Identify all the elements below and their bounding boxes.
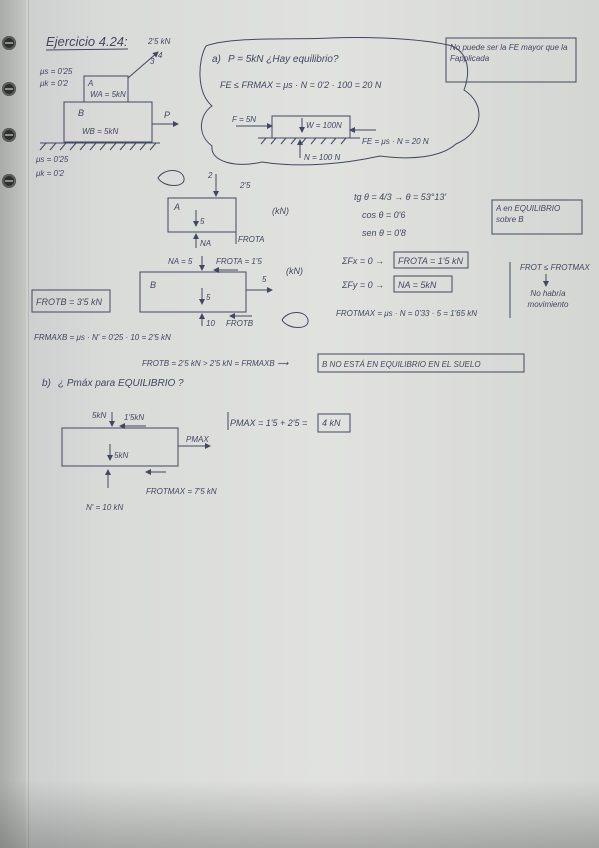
page-shadow: [0, 780, 599, 848]
angle-3: 3: [150, 57, 155, 66]
page-binding-edge: [0, 0, 26, 848]
part-b-question: ¿ Pmáx para EQUILIBRIO ?: [58, 378, 184, 389]
part-a-cloud: a) P = 5kN ¿Hay equilibrio? FE ≤ FRMAX =…: [199, 36, 480, 166]
block-a-label: A: [87, 79, 93, 88]
conclusion-text: B NO ESTÁ EN EQUILIBRIO EN EL SUELO: [322, 360, 481, 369]
fbd-a-friction-label: FROTA: [238, 235, 265, 244]
fy-result: NA = 5kN: [398, 280, 437, 290]
margin-line: [28, 0, 29, 848]
fbd-b-normal-label: 10: [206, 319, 215, 328]
sum-fy: ΣFy = 0 →: [341, 280, 384, 290]
fy-result-box: [393, 275, 453, 293]
fbd-block-b: NA = 5 FROTA = 1'5 B 5 5 10 FROTB (kN): [139, 256, 303, 328]
frot-b: FROTB = 3'5 kN: [36, 297, 102, 307]
note-text: No puede ser la FE mayor que la Fapplica…: [450, 43, 568, 63]
angle-4: 4: [158, 51, 163, 60]
part-b-friction-label: FROTMAX = 7'5 kN: [146, 487, 217, 496]
block-a-weight: WA = 5kN: [90, 90, 126, 99]
part-b-top-fr: 1'5kN: [124, 413, 144, 422]
cable-arrow: [127, 51, 159, 79]
ground-hatch: [39, 142, 157, 151]
fbd-b-block-label: B: [150, 280, 156, 290]
fbd-b-units: (kN): [286, 266, 303, 276]
equilibrium-a-box: [491, 199, 583, 235]
condition-container: No habría movimiento: [527, 289, 569, 309]
mu-a-kinetic: μk = 0'2: [39, 79, 68, 88]
trig-sin: sen θ = 0'8: [362, 228, 406, 238]
fbd-a-cable-label: 2'5: [239, 181, 251, 190]
part-b-pmax-label: PMAX: [186, 435, 209, 444]
part-b-label: b): [42, 378, 51, 389]
part-a-label: a): [212, 54, 221, 65]
block-b-label: B: [78, 108, 84, 118]
block-b-weight: WB = 5kN: [82, 127, 118, 136]
part-b-normal-label: N' = 10 kN: [86, 503, 124, 512]
fbd-a-block: [167, 197, 237, 233]
fbd-a-weight-label: 5: [200, 217, 205, 226]
cable-force-label: 2'5 kN: [147, 37, 171, 46]
condition-line-1: FROT ≤ FROTMAX: [520, 263, 590, 272]
note-box: [445, 37, 577, 83]
part-a-friction-equation: FE ≤ FRMAX = μs · N = 0'2 · 100 = 20 N: [220, 80, 382, 90]
fx-result: FROTA = 1'5 kN: [398, 256, 463, 266]
punch-hole: [2, 174, 16, 188]
mu-b-kinetic: μk = 0'2: [35, 169, 64, 178]
punch-hole: [2, 36, 16, 50]
fbd-b-fa-label: FROTA = 1'5: [216, 257, 262, 266]
fbd-a-z-label: 2: [207, 171, 213, 180]
mu-b-static: μs = 0'25: [35, 155, 69, 164]
doodle: [281, 312, 309, 328]
frot-b-box: [31, 289, 111, 313]
conclusion-box: [317, 353, 525, 373]
trig-cos: cos θ = 0'6: [362, 210, 405, 220]
part-b-result-value: 4 kN: [322, 418, 341, 428]
trig-tan: tg θ = 4/3 → θ = 53°13': [354, 192, 446, 202]
fbd-b-push-label: 5: [262, 275, 267, 284]
note-text-container: No puede ser la FE mayor que la Fapplica…: [450, 43, 568, 63]
doodle: [157, 170, 185, 186]
compare-line: FROTB = 2'5 kN > 2'5 kN = FRMAXB ⟿: [142, 359, 289, 368]
fbd-b-block: [139, 271, 247, 313]
fbd-b-na-label: NA = 5: [168, 257, 193, 266]
sum-fx: ΣFx = 0 →: [341, 256, 384, 266]
equilibrium-a-text: A en EQUILIBRIO sobre B: [496, 204, 561, 224]
frmax-b: FRMAXB = μs · N' = 0'25 · 10 = 2'5 kN: [34, 333, 171, 342]
equilibrium-a-container: A en EQUILIBRIO sobre B: [496, 204, 561, 224]
punch-hole: [2, 82, 16, 96]
cloud-ground-hatch: [260, 137, 347, 145]
fbd-a-block-label: A: [173, 202, 180, 212]
fbd-b-weight-label: 5: [206, 293, 211, 302]
punch-hole: [2, 128, 16, 142]
fbd-part-b: 5kN 1'5kN PMAX 5kN N' = 10 kN FROTMAX = …: [61, 411, 217, 512]
part-b-result: PMAX = 1'5 + 2'5 =: [230, 418, 307, 428]
title-underline: [45, 48, 129, 51]
frot-max-a: FROTMAX = μs · N = 0'33 · 5 = 1'65 kN: [336, 309, 477, 318]
fbd-a-normal-label: NA: [200, 239, 211, 248]
condition-line-2: No habría movimiento: [527, 289, 569, 309]
fbd-block-a: 2 2'5 A 5 NA FROTA (kN): [167, 171, 289, 248]
part-b-result-box: [317, 413, 351, 433]
cloud-normal-label: N = 100 N: [304, 153, 340, 162]
cloud-friction-label: FE = μs · N = 20 N: [362, 137, 429, 146]
cloud-weight-label: W = 100N: [306, 121, 342, 130]
part-a-question: P = 5kN ¿Hay equilibrio?: [228, 54, 339, 65]
part-b-block: [61, 427, 179, 467]
fbd-a-units: (kN): [272, 206, 289, 216]
push-label: P: [164, 110, 170, 120]
part-b-weight-label: 5kN: [114, 451, 128, 460]
problem-sketch: 2'5 kN 3 4 μs = 0'25 μk = 0'2 A WA = 5kN…: [35, 37, 179, 178]
cloud-force-label: F = 5N: [232, 115, 256, 124]
exercise-title: Ejercicio 4.24:: [46, 34, 128, 49]
mu-a-static: μs = 0'25: [39, 67, 73, 76]
part-b-top-n: 5kN: [92, 411, 106, 420]
block-b: [63, 101, 153, 143]
fbd-b-friction-label: FROTB: [226, 319, 254, 328]
fx-result-box: [393, 251, 469, 269]
cloud-outline: [199, 36, 480, 166]
